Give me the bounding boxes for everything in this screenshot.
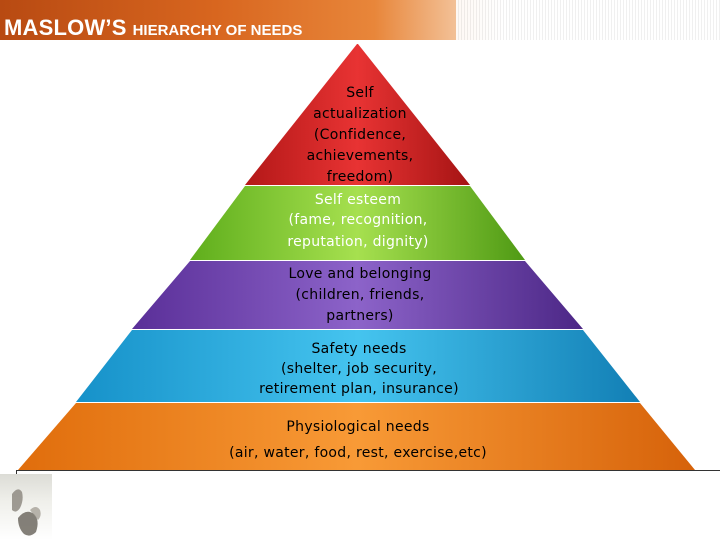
level-2-line-2: (fame, recognition, <box>288 212 427 228</box>
level-5-line-2: (air, water, food, rest, exercise,etc) <box>229 445 487 461</box>
level-1-line-2: actualization <box>313 106 407 122</box>
slide-title-main: MASLOW’S <box>4 15 127 40</box>
pyramid-layer-love-belonging <box>132 261 583 329</box>
hands-photo <box>0 474 52 540</box>
level-2-line-1: Self esteem <box>315 192 401 208</box>
pyramid-layer-self-actualization <box>245 44 470 185</box>
level-3-line-1: Love and belonging <box>288 266 431 282</box>
level-1-line-3: (Confidence, <box>314 127 406 143</box>
footer-rule-horizontal <box>16 470 720 471</box>
level-4-line-1: Safety needs <box>311 341 406 357</box>
level-2-line-3: reputation, dignity) <box>287 234 428 250</box>
level-5-line-1: Physiological needs <box>286 419 429 435</box>
level-3-line-2: (children, friends, <box>296 287 425 303</box>
level-4-line-2: (shelter, job security, <box>281 361 437 377</box>
pyramid-layer-self-esteem <box>190 186 525 260</box>
title-bar: MASLOW’S HIERARCHY OF NEEDS <box>0 0 720 40</box>
pyramid-layer-physiological <box>18 403 695 470</box>
pyramid-layer-safety <box>76 330 640 402</box>
slide-title-rest: HIERARCHY OF NEEDS <box>132 22 303 39</box>
level-1-line-4: achievements, <box>307 148 414 164</box>
slide-title: MASLOW’S HIERARCHY OF NEEDS <box>4 6 302 43</box>
title-bar-decoration <box>456 0 720 40</box>
level-3-line-3: partners) <box>326 308 393 324</box>
level-4-line-3: retirement plan, insurance) <box>259 381 459 397</box>
hands-image <box>12 489 41 536</box>
level-1-line-1: Self <box>346 85 374 101</box>
level-1-line-5: freedom) <box>327 169 394 185</box>
